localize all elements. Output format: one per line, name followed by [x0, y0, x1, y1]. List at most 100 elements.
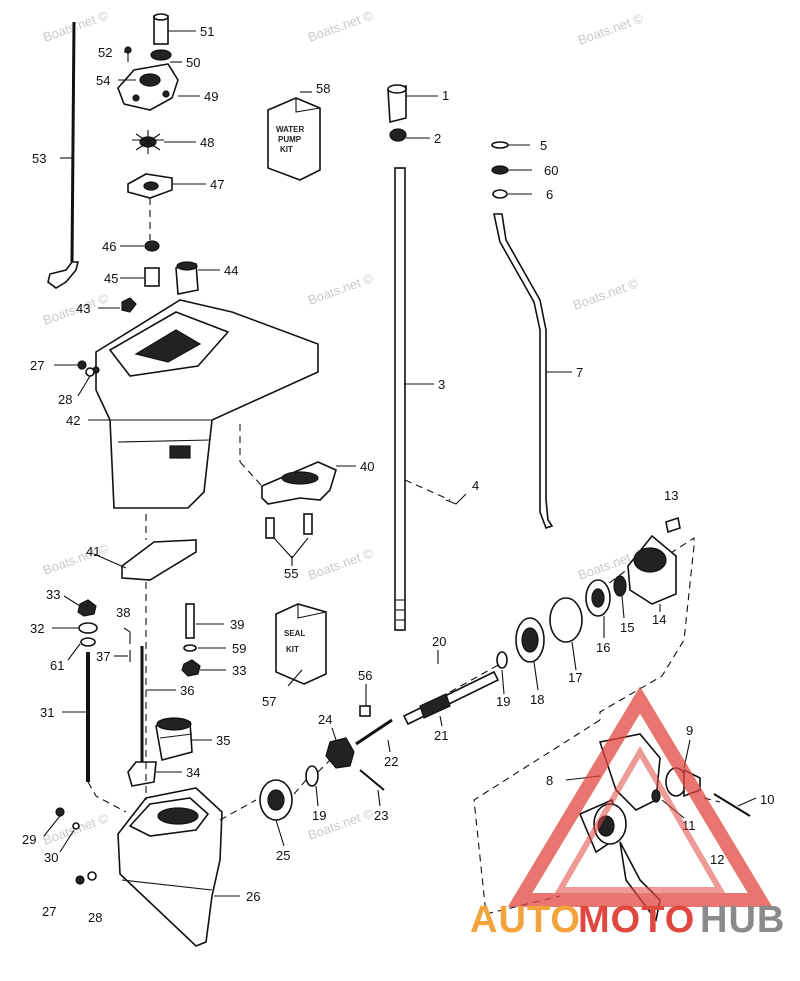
- callout: 27: [30, 358, 44, 373]
- callout: 23: [374, 808, 388, 823]
- stud-hardware-left: [77, 599, 144, 782]
- callout: 24: [318, 712, 332, 727]
- callout: 61: [50, 658, 64, 673]
- callout: 21: [434, 728, 448, 743]
- callout-numbers: 1 2 3 4 5 6 7 8 9 10 11 12 13 14 15 16 1…: [22, 24, 774, 925]
- callout: 4: [472, 478, 479, 493]
- watermark: Boats.net ©: [306, 270, 376, 308]
- callout: 36: [180, 683, 194, 698]
- callout: 1: [442, 88, 449, 103]
- stud-39-parts: [181, 603, 201, 677]
- gear-housing-26: [117, 787, 223, 947]
- seal-and-sleeve-parts: [121, 240, 199, 313]
- callout: 39: [230, 617, 244, 632]
- callout: 33: [46, 587, 60, 602]
- callout: 20: [432, 634, 446, 649]
- callout: 49: [204, 89, 218, 104]
- callout: 59: [232, 641, 246, 656]
- callout: 5: [540, 138, 547, 153]
- o-ring-17: [549, 597, 583, 643]
- callout: 6: [546, 187, 553, 202]
- kit-label-line: PUMP: [278, 135, 302, 144]
- callout: 19: [312, 808, 326, 823]
- logo-text-auto: AUTO: [470, 899, 581, 941]
- callout: 27: [42, 904, 56, 919]
- washer-11: [651, 789, 661, 803]
- watermark: Boats.net ©: [571, 275, 641, 313]
- pin-22: [355, 718, 393, 746]
- callout: 14: [652, 612, 666, 627]
- water-tube-seal-35: [155, 717, 193, 761]
- kit-label-line: WATER: [276, 125, 305, 134]
- callout: 37: [96, 649, 110, 664]
- callout: 42: [66, 413, 80, 428]
- callout: 55: [284, 566, 298, 581]
- callout: 12: [710, 852, 724, 867]
- driveshaft-3: [387, 84, 407, 631]
- kit-label-line: KIT: [286, 645, 299, 654]
- logo-text-moto: MOTO: [578, 899, 695, 941]
- fasteners-27-28-top: [77, 360, 95, 377]
- leader-4: [404, 479, 451, 501]
- cotter-pin-10: [713, 793, 751, 817]
- logo-text-hub: HUB: [700, 899, 785, 941]
- callout-leaders: [43, 30, 757, 897]
- watermark: Boats.net ©: [306, 545, 376, 583]
- impeller: [132, 130, 164, 154]
- reverse-gear-25: [259, 779, 293, 821]
- callout: 52: [98, 45, 112, 60]
- callout: 3: [438, 377, 445, 392]
- callout: 60: [544, 163, 558, 178]
- callout: 8: [546, 773, 553, 788]
- bearing-carrier-14: [627, 534, 677, 605]
- driveshaft-housing-42: [92, 299, 319, 509]
- callout: 57: [262, 694, 276, 709]
- watermark: Boats.net ©: [41, 7, 111, 45]
- callout: 15: [620, 620, 634, 635]
- callout: 10: [760, 792, 774, 807]
- propeller-shaft-21: [402, 670, 500, 726]
- bearing-16: [585, 579, 611, 617]
- bracket-40: [239, 424, 337, 559]
- callout: 16: [596, 640, 610, 655]
- washer-19-lower: [305, 765, 319, 787]
- watermark: Boats.net ©: [306, 7, 376, 45]
- washer-19-upper: [496, 651, 508, 669]
- watermark: Boats.net ©: [576, 10, 646, 48]
- callout: 29: [22, 832, 36, 847]
- screw-13: [665, 516, 681, 534]
- seal-kit-57: SEAL KIT: [275, 603, 327, 685]
- callout: 18: [530, 692, 544, 707]
- callout: 19: [496, 694, 510, 709]
- callout: 58: [316, 81, 330, 96]
- shift-rod-53: [47, 21, 80, 289]
- callout: 38: [116, 605, 130, 620]
- gasket-41: [121, 539, 197, 581]
- callout: 25: [276, 848, 290, 863]
- callout: 28: [88, 910, 102, 925]
- clutch-24: [325, 737, 355, 769]
- callout: 50: [186, 55, 200, 70]
- water-pump-kit-58: WATER PUMP KIT: [267, 97, 321, 181]
- automotohub-logo: AUTO MOTO HUB: [470, 686, 785, 941]
- callout: 48: [200, 135, 214, 150]
- kit-label-line: SEAL: [284, 629, 305, 638]
- clip-34: [127, 761, 157, 787]
- callout: 9: [686, 723, 693, 738]
- callout: 2: [434, 131, 441, 146]
- shift-shaft-7: [491, 141, 554, 530]
- fasteners-bottom: [55, 807, 97, 885]
- callout: 30: [44, 850, 58, 865]
- callout: 28: [58, 392, 72, 407]
- water-pump-assembly: [117, 13, 179, 240]
- callout: 32: [30, 621, 44, 636]
- callout: 56: [358, 668, 372, 683]
- callout: 46: [102, 239, 116, 254]
- screws-55: [265, 513, 313, 559]
- callout: 40: [360, 459, 374, 474]
- callout: 17: [568, 670, 582, 685]
- callout: 45: [104, 271, 118, 286]
- callout: 35: [216, 733, 230, 748]
